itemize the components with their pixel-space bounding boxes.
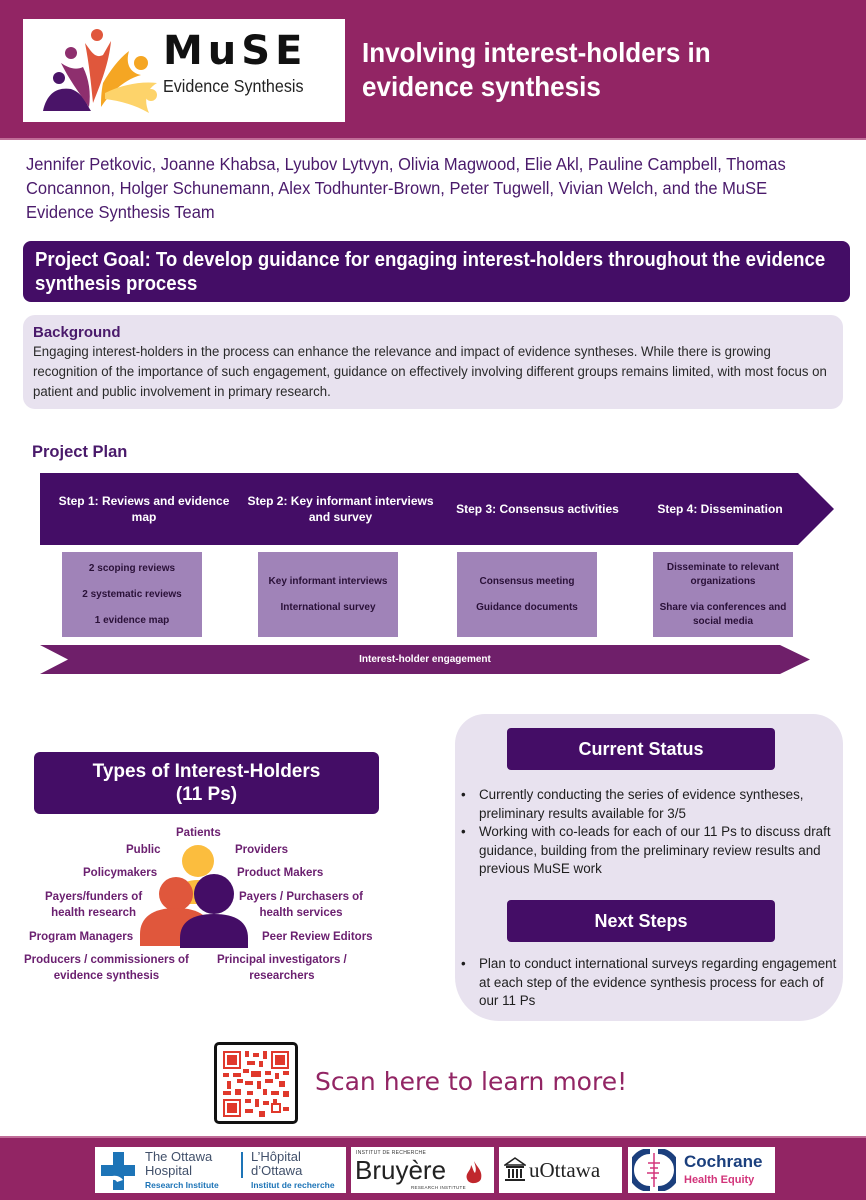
step-detail-item: Consensus meeting bbox=[479, 575, 575, 587]
cochrane-mark-icon bbox=[632, 1149, 676, 1191]
label-policymakers: Policymakers bbox=[83, 867, 158, 879]
current-status-list: Currently conducting the series of evide… bbox=[461, 786, 841, 879]
label-payers-funders: Payers/funders of health research bbox=[45, 889, 142, 921]
step-3-label: Step 3: Consensus activities bbox=[456, 502, 619, 516]
qr-code[interactable] bbox=[214, 1042, 298, 1124]
toh-fr-sub: Institut de recherche bbox=[251, 1180, 335, 1190]
next-steps-item: Plan to conduct international surveys re… bbox=[461, 955, 841, 1011]
background-text: Engaging interest-holders in the process… bbox=[33, 344, 827, 400]
label-payers-purchasers-line2: health services bbox=[259, 907, 343, 919]
step-detail-item: 1 evidence map bbox=[94, 614, 170, 626]
step-detail-item: International survey bbox=[280, 601, 376, 613]
background-panel: Background Engaging interest-holders in … bbox=[23, 315, 843, 409]
label-providers: Providers bbox=[235, 844, 289, 856]
label-payers-purchasers-line1: Payers / Purchasers of bbox=[239, 891, 364, 903]
footer-band: The Ottawa Hospital Research Institute L… bbox=[0, 1136, 866, 1200]
scan-cta-text: Scan here to learn more! bbox=[315, 1067, 628, 1096]
current-status-heading: Current Status bbox=[507, 728, 775, 770]
types-heading-line1: Types of Interest-Holders bbox=[92, 761, 321, 782]
step-3-details: Consensus meeting Guidance documents bbox=[457, 552, 597, 637]
cochrane-logo: Cochrane Health Equity bbox=[628, 1147, 775, 1193]
bruyere-name: Bruyère bbox=[355, 1155, 447, 1185]
people-group-icon bbox=[140, 845, 248, 948]
poster-title: Involving interest-holders in evidence s… bbox=[362, 37, 711, 102]
types-heading: Types of Interest-Holders (11 Ps) bbox=[34, 752, 379, 814]
current-status-item: Currently conducting the series of evide… bbox=[461, 786, 841, 823]
label-product-makers: Product Makers bbox=[237, 867, 324, 879]
label-producers: Producers / commissioners of evidence sy… bbox=[24, 952, 189, 984]
toh-en-line2: Hospital bbox=[145, 1163, 192, 1178]
ottawa-hospital-logo: The Ottawa Hospital Research Institute L… bbox=[95, 1147, 346, 1193]
label-peer-review-editors: Peer Review Editors bbox=[262, 931, 373, 943]
project-goal-banner: Project Goal: To develop guidance for en… bbox=[23, 241, 850, 302]
step-detail-item: Share via conferences and social media bbox=[659, 601, 787, 627]
label-payers-funders-line2: health research bbox=[51, 907, 137, 919]
step-1-details: 2 scoping reviews 2 systematic reviews 1… bbox=[62, 552, 202, 637]
bruyere-top-text: INSTITUT DE RECHERCHE bbox=[356, 1150, 427, 1156]
background-heading: Background bbox=[33, 324, 121, 341]
label-producers-line2: evidence synthesis bbox=[53, 970, 160, 982]
step-2-details: Key informant interviews International s… bbox=[258, 552, 398, 637]
step-4-arrow: Step 4: Dissemination bbox=[630, 473, 834, 545]
uottawa-logo: uOttawa bbox=[499, 1147, 622, 1193]
current-status-item: Working with co-leads for each of our 11… bbox=[461, 823, 841, 879]
author-list: Jennifer Petkovic, Joanne Khabsa, Lyubov… bbox=[26, 154, 786, 222]
step-detail-item: Guidance documents bbox=[476, 601, 578, 613]
engagement-arrow-bar: Interest-holder engagement bbox=[40, 645, 810, 674]
muse-logo: MuSE Evidence Synthesis bbox=[23, 19, 345, 122]
bruyere-logo: INSTITUT DE RECHERCHE Bruyère RESEARCH I… bbox=[351, 1147, 494, 1193]
label-payers-funders-line1: Payers/funders of bbox=[45, 891, 143, 903]
divider bbox=[241, 1152, 243, 1178]
label-payers-purchasers: Payers / Purchasers of health services bbox=[239, 889, 363, 921]
toh-fr-line1: L’Hôpital bbox=[251, 1149, 301, 1164]
qr-code-icon bbox=[223, 1051, 289, 1117]
types-heading-line2: (11 Ps) bbox=[175, 784, 238, 805]
toh-en-line1: The Ottawa bbox=[145, 1149, 213, 1164]
cochrane-sub: Health Equity bbox=[684, 1174, 755, 1186]
uottawa-name: uOttawa bbox=[529, 1158, 601, 1182]
project-plan-heading: Project Plan bbox=[32, 443, 128, 461]
step-detail-item: Key informant interviews bbox=[268, 575, 388, 587]
engagement-label: Interest-holder engagement bbox=[359, 654, 491, 665]
step-detail-item: 2 systematic reviews bbox=[82, 588, 182, 600]
label-producers-line1: Producers / commissioners of bbox=[24, 954, 189, 966]
next-steps-heading: Next Steps bbox=[507, 900, 775, 942]
step-1-arrow: Step 1: Reviews and evidence map bbox=[40, 473, 272, 545]
label-patients: Patients bbox=[176, 827, 221, 839]
label-principal-investigators: Principal investigators / researchers bbox=[217, 952, 347, 984]
step-detail-item: 2 scoping reviews bbox=[88, 562, 176, 574]
toh-fr-line2: d’Ottawa bbox=[251, 1163, 303, 1178]
logo-wordmark: MuSE bbox=[163, 28, 308, 74]
step-3-arrow: Step 3: Consensus activities bbox=[433, 473, 666, 545]
next-steps-list: Plan to conduct international surveys re… bbox=[461, 955, 841, 1011]
step-4-details: Disseminate to relevant organizations Sh… bbox=[653, 552, 793, 637]
bruyere-bottom-text: RESEARCH INSTITUTE bbox=[411, 1185, 466, 1190]
medical-cross-icon bbox=[101, 1152, 135, 1190]
step-detail-item: Disseminate to relevant organizations bbox=[666, 561, 780, 587]
project-goal-text: Project Goal: To develop guidance for en… bbox=[35, 249, 826, 295]
step-4-label: Step 4: Dissemination bbox=[657, 502, 783, 516]
cochrane-name: Cochrane bbox=[684, 1152, 763, 1171]
flame-icon bbox=[466, 1161, 482, 1184]
logo-subtitle: Evidence Synthesis bbox=[163, 76, 304, 96]
step-2-arrow: Step 2: Key informant interviews and sur… bbox=[236, 473, 469, 545]
label-public: Public bbox=[126, 844, 161, 856]
label-principal-line1: Principal investigators / bbox=[217, 954, 347, 966]
step-2-label: Step 2: Key informant interviews and sur… bbox=[247, 494, 434, 524]
step-1-label: Step 1: Reviews and evidence map bbox=[58, 494, 230, 524]
university-building-icon bbox=[504, 1157, 526, 1181]
people-figures-logo-icon bbox=[43, 29, 157, 113]
label-program-managers: Program Managers bbox=[29, 931, 134, 943]
label-principal-line2: researchers bbox=[249, 970, 315, 982]
header-band: MuSE Evidence Synthesis Involving intere… bbox=[0, 0, 866, 140]
toh-en-sub: Research Institute bbox=[145, 1180, 219, 1190]
